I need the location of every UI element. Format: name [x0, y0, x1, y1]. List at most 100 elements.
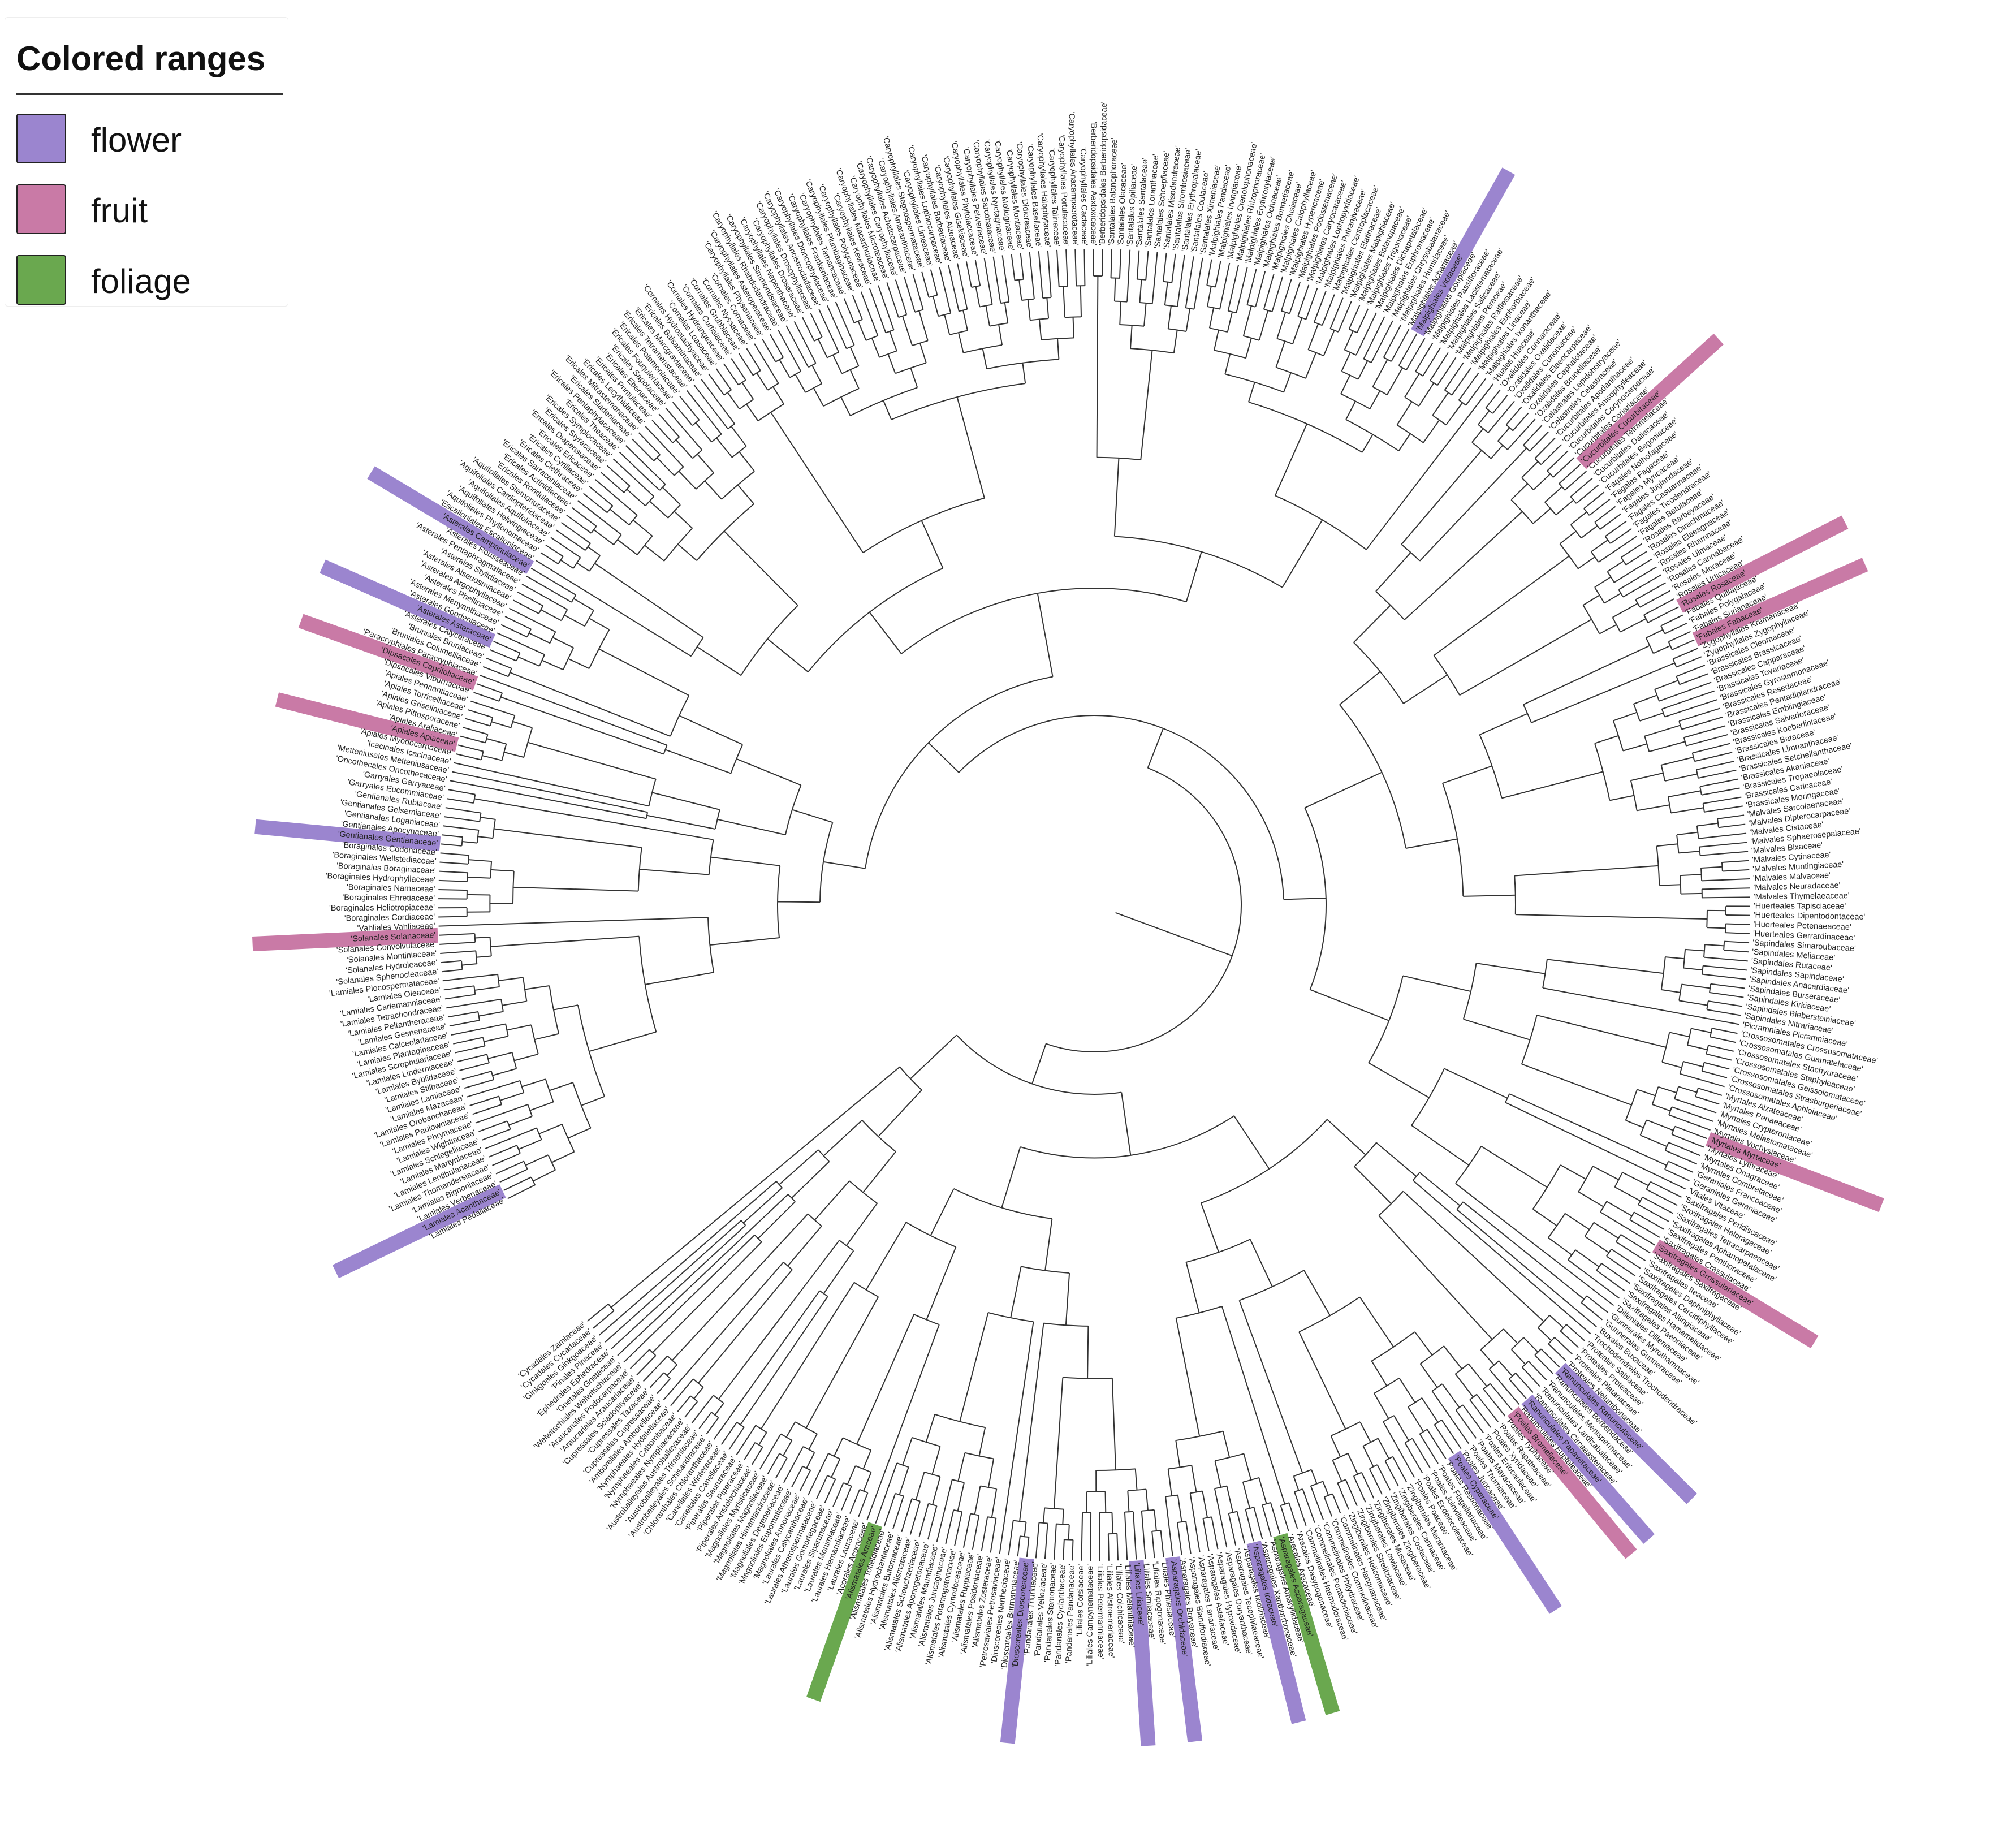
- tree-branch: [737, 484, 754, 504]
- tree-branch: [1238, 1300, 1303, 1473]
- tree-branch: [1047, 250, 1052, 298]
- leaf-label: 'Santalales Olacaceae': [1116, 163, 1129, 246]
- tree-branch-arc: [549, 631, 556, 644]
- tree-branch: [1214, 330, 1219, 351]
- tree-branch: [1633, 694, 1657, 705]
- tree-branch-arc: [1523, 704, 1532, 723]
- tree-branch-arc: [1021, 298, 1034, 301]
- tree-branch: [1560, 1330, 1579, 1348]
- tree-branch: [679, 396, 700, 421]
- tree-branch: [472, 1104, 502, 1115]
- tree-branch-arc: [1137, 278, 1146, 281]
- tree-branch-arc: [1706, 1000, 1709, 1010]
- tree-branch-arc: [1369, 1464, 1378, 1469]
- tree-branch: [754, 343, 779, 384]
- tree-branch: [715, 368, 732, 391]
- tree-branch: [857, 321, 867, 341]
- tree-branch: [1305, 352, 1317, 379]
- tree-branch-arc: [1163, 281, 1172, 283]
- tree-branch: [1404, 1442, 1423, 1473]
- tree-branch: [442, 973, 498, 982]
- tree-branch: [1618, 566, 1657, 590]
- leaf-label: 'Boraginales Cordiaceae': [344, 912, 435, 923]
- tree-branch: [1485, 389, 1501, 409]
- tree-branch: [1665, 956, 1685, 960]
- colored-range-fruit: [1652, 1239, 1819, 1349]
- tree-branch: [1646, 1189, 1678, 1206]
- tree-branch: [503, 1176, 532, 1191]
- tree-branch: [447, 798, 474, 804]
- tree-branch: [815, 1475, 828, 1500]
- tree-branch: [1102, 249, 1103, 277]
- tree-branch: [567, 1127, 591, 1139]
- tree-branch-arc: [1594, 521, 1601, 530]
- tree-branch: [1510, 483, 1529, 501]
- tree-branch: [457, 1054, 487, 1063]
- tree-branch: [1611, 1248, 1641, 1269]
- tree-branch-arc: [1243, 335, 1260, 341]
- tree-branch: [677, 543, 697, 561]
- tree-branch: [1043, 1508, 1046, 1524]
- tree-branch-arc: [1606, 1249, 1612, 1257]
- tree-branch: [862, 1449, 872, 1469]
- tree-branch: [677, 1395, 691, 1412]
- tree-branch: [1404, 373, 1420, 398]
- tree-branch: [1699, 778, 1738, 787]
- tree-branch-arc: [1176, 1430, 1223, 1442]
- tree-branch-arc: [690, 1395, 698, 1402]
- tree-branch-arc: [1600, 1201, 1608, 1213]
- tree-branch: [538, 1124, 563, 1134]
- tree-branch: [1725, 932, 1750, 934]
- tree-branch: [736, 758, 801, 786]
- tree-branch-arc: [779, 1453, 788, 1459]
- tree-branch: [1661, 1062, 1682, 1068]
- tree-branch-arc: [1456, 1201, 1464, 1210]
- tree-branch: [1072, 317, 1074, 338]
- tree-branch-arc: [1583, 508, 1590, 516]
- tree-branch: [1111, 1378, 1116, 1470]
- tree-branch: [549, 1082, 573, 1091]
- tree-branch-arc: [549, 985, 560, 1034]
- tree-branch: [1703, 956, 1748, 962]
- colored-range-flower: [332, 1184, 506, 1279]
- tree-branch: [1578, 1191, 1604, 1207]
- tree-branch: [962, 310, 968, 331]
- tree-branch: [1515, 914, 1707, 920]
- tree-branch: [1359, 1421, 1371, 1443]
- tree-branch-arc: [1215, 1453, 1244, 1462]
- tree-branch: [589, 486, 614, 507]
- tree-branch: [1430, 352, 1449, 381]
- tree-branch: [999, 1322, 1034, 1554]
- tree-branch: [1584, 1236, 1609, 1253]
- tree-branch-arc: [1000, 301, 1009, 304]
- leaf-label: 'Huerteales Petenaeaceae': [1753, 920, 1851, 932]
- tree-branch: [1634, 1211, 1665, 1230]
- tree-branch: [1020, 253, 1024, 279]
- tree-branch: [1140, 350, 1153, 460]
- tree-branch: [1668, 790, 1701, 798]
- tree-branch: [1263, 274, 1275, 310]
- tree-branch: [1564, 471, 1587, 491]
- tree-branch: [1119, 249, 1122, 278]
- tree-branch: [1383, 1421, 1415, 1478]
- tree-branch: [813, 387, 824, 407]
- tree-branch: [494, 828, 642, 848]
- tree-branch-arc: [1616, 1234, 1621, 1242]
- tree-branch: [663, 1262, 784, 1400]
- legend-divider: [16, 93, 283, 95]
- tree-branch: [1207, 286, 1212, 307]
- tree-branch-arc: [1497, 441, 1508, 450]
- tree-branch-arc: [739, 399, 754, 410]
- tree-branch: [742, 1187, 783, 1224]
- tree-branch: [1683, 967, 1703, 971]
- tree-branch: [710, 937, 780, 946]
- tree-branch-arc: [1629, 1212, 1635, 1220]
- tree-branch: [665, 749, 731, 774]
- tree-branch: [1718, 823, 1746, 829]
- tree-branch-arc: [1432, 1383, 1443, 1392]
- tree-branch: [1341, 352, 1351, 372]
- tree-branch: [1534, 1354, 1554, 1374]
- tree-branch: [1177, 1495, 1182, 1522]
- tree-branch: [662, 487, 681, 506]
- tree-branch-arc: [560, 609, 568, 621]
